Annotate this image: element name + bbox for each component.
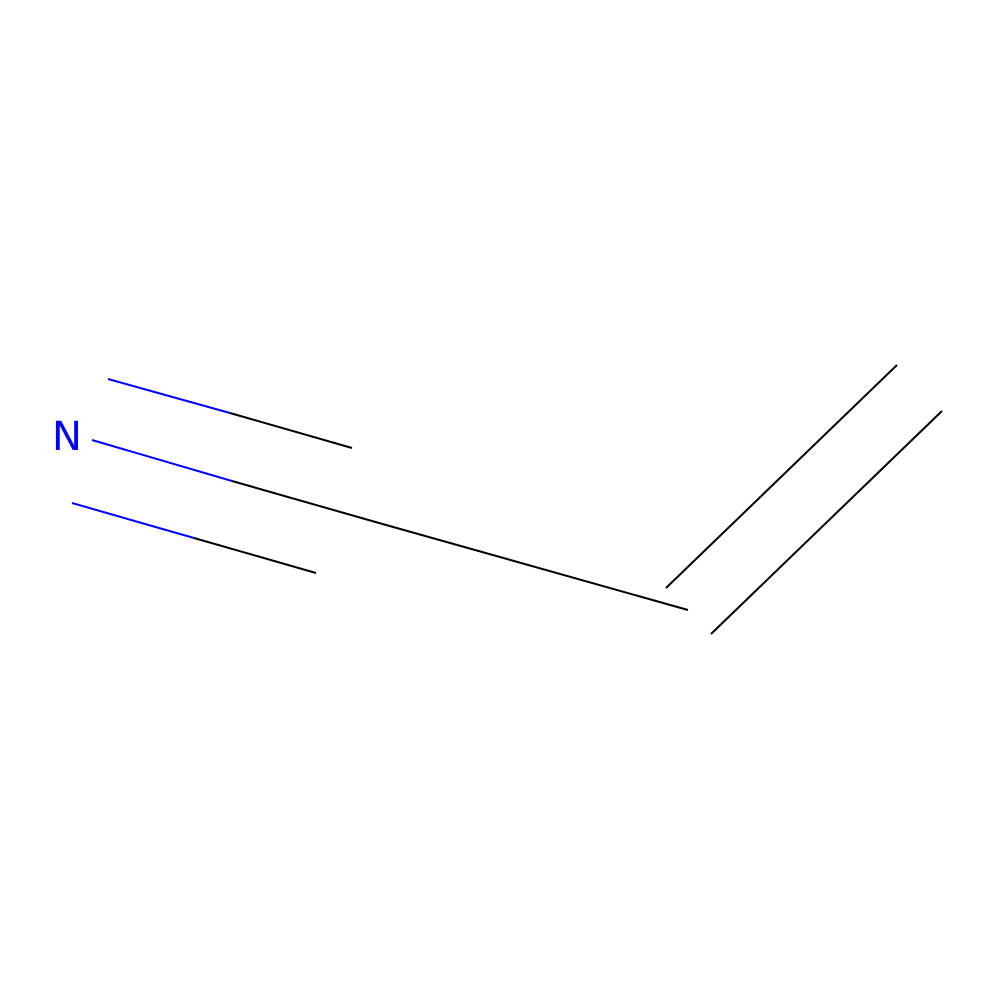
bond-stroke-upper-c-half bbox=[229, 412, 353, 449]
bond-stroke-upper-n-half bbox=[107, 378, 231, 414]
bond-stroke-middle-n-half bbox=[91, 439, 233, 482]
double-bond-stroke-lower bbox=[710, 410, 943, 635]
triple-bond-n-c bbox=[71, 378, 373, 574]
double-bond-stroke-upper bbox=[665, 364, 898, 589]
bond-stroke-lower-c-half bbox=[193, 537, 317, 574]
single-bond-c-c bbox=[371, 520, 689, 611]
atom-label-nitrogen: N bbox=[52, 414, 82, 460]
bond-stroke-lower-n-half bbox=[71, 502, 195, 539]
bond-stroke-middle-c-half bbox=[231, 480, 373, 522]
double-bond-c-c bbox=[665, 364, 943, 635]
